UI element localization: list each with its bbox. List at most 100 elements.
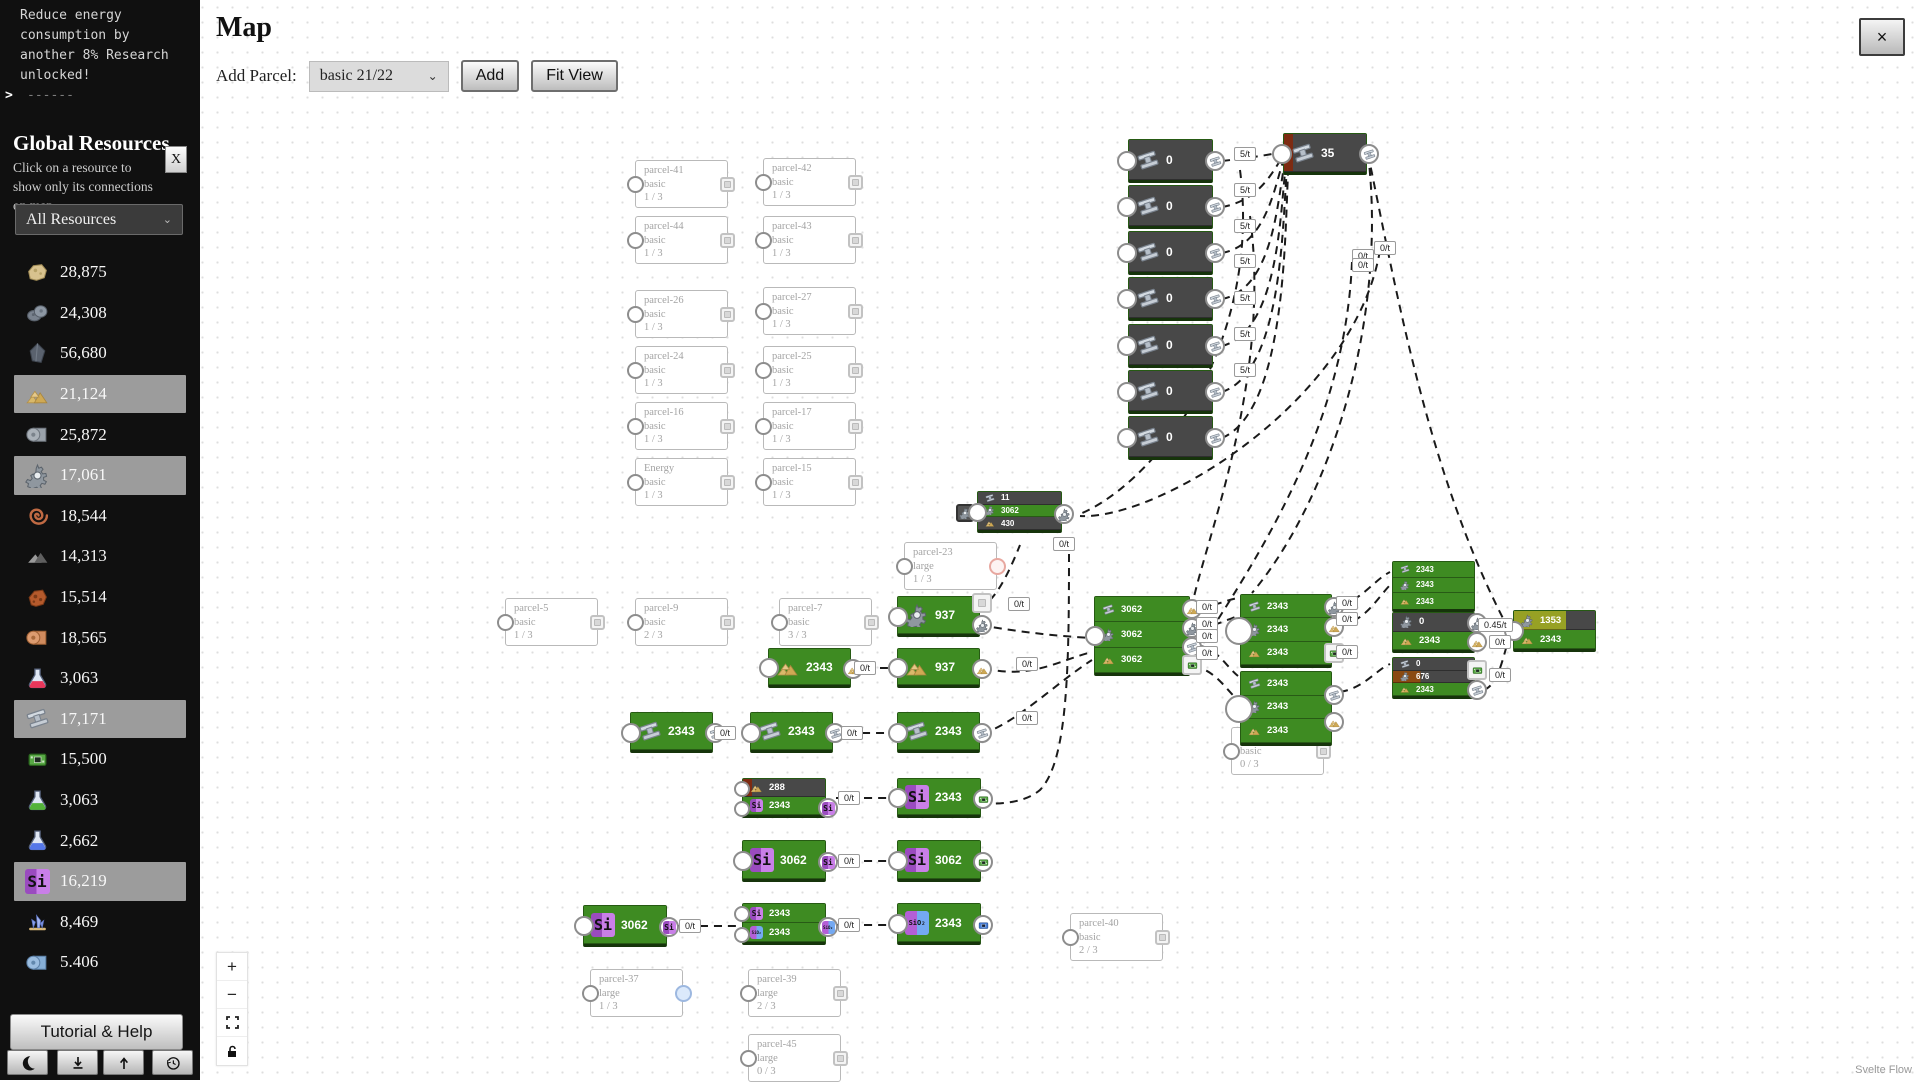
- square-port-handle[interactable]: [848, 175, 863, 190]
- fit-view-button[interactable]: Fit View: [531, 60, 618, 92]
- svelte-flow-attribution[interactable]: Svelte Flow: [1855, 1064, 1912, 1076]
- si-port-handle[interactable]: Si: [818, 798, 838, 818]
- lock-button[interactable]: [217, 1037, 247, 1065]
- resource-node[interactable]: 2343: [750, 712, 833, 753]
- port-handle[interactable]: [755, 174, 772, 191]
- resource-row-chip[interactable]: 15,500: [0, 739, 200, 780]
- steel-port-handle[interactable]: [1205, 382, 1225, 402]
- port-handle[interactable]: [1117, 289, 1137, 309]
- port-handle[interactable]: [741, 723, 761, 743]
- resource-node[interactable]: 3062 3062 3062: [1094, 596, 1190, 676]
- resource-node[interactable]: 0: [1128, 277, 1213, 321]
- port-handle[interactable]: [755, 232, 772, 249]
- resource-node[interactable]: 1353 2343: [1513, 610, 1596, 652]
- chip-port-handle[interactable]: [1467, 660, 1487, 680]
- resource-node[interactable]: 0: [1128, 370, 1213, 414]
- steel-port-handle[interactable]: [1205, 289, 1225, 309]
- port-handle[interactable]: [627, 418, 644, 435]
- download-button[interactable]: [57, 1050, 98, 1075]
- port-handle[interactable]: [497, 614, 514, 631]
- square-port-handle[interactable]: [1155, 930, 1170, 945]
- square-port-handle[interactable]: [848, 419, 863, 434]
- resource-node[interactable]: 2343: [897, 712, 980, 753]
- resource-row-rock-tan[interactable]: 28,875: [0, 252, 200, 293]
- port-handle[interactable]: [1117, 382, 1137, 402]
- port-handle[interactable]: [888, 607, 908, 627]
- port-handle[interactable]: [755, 362, 772, 379]
- resource-row-flint[interactable]: 56,680: [0, 333, 200, 374]
- sand-port-handle[interactable]: [1467, 632, 1487, 652]
- steel-port-handle[interactable]: [1467, 680, 1487, 700]
- resource-row-spiral-copper[interactable]: 18,544: [0, 496, 200, 537]
- steel-port-handle[interactable]: [1205, 197, 1225, 217]
- port-handle[interactable]: [888, 788, 908, 808]
- square-port-handle[interactable]: [720, 615, 735, 630]
- resource-row-roll-gray[interactable]: 25,872: [0, 414, 200, 455]
- port-handle[interactable]: [755, 303, 772, 320]
- port-handle[interactable]: [1117, 197, 1137, 217]
- port-handle[interactable]: [755, 474, 772, 491]
- add-parcel-button[interactable]: Add: [461, 60, 519, 92]
- square-port-handle[interactable]: [848, 233, 863, 248]
- resource-node[interactable]: 0: [1128, 185, 1213, 229]
- port-handle[interactable]: [740, 1050, 757, 1067]
- resource-node[interactable]: 2343 2343 2343: [1240, 671, 1332, 746]
- steel-port-handle[interactable]: [1205, 243, 1225, 263]
- square-port-handle[interactable]: [972, 593, 992, 613]
- resource-row-flask-blue[interactable]: 2,662: [0, 820, 200, 861]
- port-handle[interactable]: [1117, 428, 1137, 448]
- port-handle[interactable]: [888, 851, 908, 871]
- port-handle[interactable]: [968, 503, 987, 522]
- sio2-port-handle[interactable]: SiO₂: [818, 917, 838, 937]
- port-handle[interactable]: [740, 985, 757, 1002]
- tutorial-help-button[interactable]: Tutorial & Help: [10, 1014, 183, 1050]
- port-handle[interactable]: [896, 558, 913, 575]
- history-button[interactable]: [152, 1050, 193, 1075]
- port-handle[interactable]: [1225, 695, 1253, 723]
- port-handle[interactable]: [675, 985, 692, 1002]
- resource-row-gear[interactable]: 17,061: [0, 455, 200, 496]
- resource-row-flask-red[interactable]: 3,063: [0, 658, 200, 699]
- resource-row-roll-blue[interactable]: 5.406: [0, 942, 200, 983]
- resource-row-rocks-gray[interactable]: 24,308: [0, 293, 200, 334]
- sand-port-handle[interactable]: [972, 659, 992, 679]
- port-handle[interactable]: [574, 916, 594, 936]
- port-handle[interactable]: [627, 614, 644, 631]
- resource-node[interactable]: 2343: [630, 712, 713, 753]
- square-port-handle[interactable]: [590, 615, 605, 630]
- square-port-handle[interactable]: [720, 233, 735, 248]
- port-handle[interactable]: [1117, 336, 1137, 356]
- zoom-out-button[interactable]: −: [217, 981, 247, 1009]
- port-handle[interactable]: [627, 232, 644, 249]
- square-port-handle[interactable]: [720, 475, 735, 490]
- upload-button[interactable]: [103, 1050, 144, 1075]
- port-handle[interactable]: [888, 914, 908, 934]
- zoom-in-button[interactable]: +: [217, 953, 247, 981]
- resource-row-sand[interactable]: 21,124: [0, 374, 200, 415]
- square-port-handle[interactable]: [848, 475, 863, 490]
- resource-node[interactable]: 2343: [768, 648, 851, 688]
- resource-node[interactable]: 2343 2343 2343: [1392, 561, 1475, 612]
- square-port-handle[interactable]: [848, 304, 863, 319]
- port-handle[interactable]: [989, 558, 1006, 575]
- si-port-handle[interactable]: Si: [659, 917, 679, 937]
- resource-node[interactable]: 937: [897, 648, 980, 688]
